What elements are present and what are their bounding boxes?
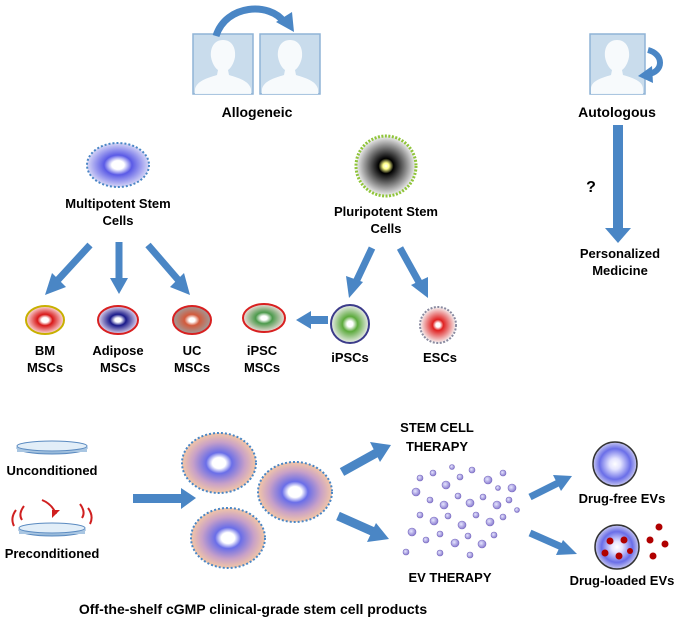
pluripotent-arrows — [346, 246, 428, 298]
bm-msc-label-line1: BM — [35, 343, 55, 358]
allogeneic-label: Allogeneic — [222, 104, 293, 120]
uc-msc-label-line2: MSCs — [174, 360, 210, 375]
stem-cell-therapy-line2: THERAPY — [406, 439, 468, 454]
stem-cell-therapy-line1: STEM CELL — [400, 420, 474, 435]
extracellular-vesicles-cloud — [402, 464, 520, 559]
multipotent-label-line2: Cells — [102, 213, 133, 228]
bm-msc-cell — [25, 305, 65, 335]
cultured-stem-cell-top — [181, 432, 257, 494]
curved-transfer-arrowhead — [276, 12, 294, 32]
adipose-msc-cell — [97, 305, 139, 335]
autologous-figure — [589, 33, 646, 95]
adipose-msc-label-line2: MSCs — [100, 360, 136, 375]
drug-free-evs-label: Drug-free EVs — [579, 491, 666, 506]
allogeneic-donor-figure — [192, 33, 254, 95]
drug-free-ev — [592, 441, 638, 487]
preconditioned-label: Preconditioned — [5, 546, 100, 561]
curved-transfer-arrow — [212, 5, 287, 38]
bm-msc-label-line2: MSCs — [27, 360, 63, 375]
drug-loaded-ev — [594, 524, 640, 570]
autologous-down-arrow-shaft — [613, 125, 623, 230]
to-stem-cell-therapy-arrow — [339, 442, 391, 476]
bottom-caption: Off-the-shelf cGMP clinical-grade stem c… — [79, 601, 427, 617]
unconditioned-label: Unconditioned — [7, 463, 98, 478]
uc-msc-cell — [172, 305, 212, 335]
ipsc-msc-label-line1: iPSC — [247, 343, 278, 358]
pluripotent-stem-cell — [354, 134, 418, 198]
ipsc-to-msc-arrow — [296, 311, 328, 329]
cultured-stem-cell-bottom — [190, 507, 266, 569]
question-mark: ? — [586, 179, 596, 196]
esc-cell — [419, 306, 457, 344]
unconditioned-dish — [16, 440, 88, 455]
preconditioned-dish — [18, 522, 86, 537]
to-drug-free-arrow — [528, 475, 572, 501]
self-return-arrowhead — [638, 66, 653, 83]
autologous-label: Autologous — [578, 104, 656, 120]
adipose-msc-label-line1: Adipose — [92, 343, 143, 358]
cultured-stem-cell-right — [257, 461, 333, 523]
ipsc-msc-label-line2: MSCs — [244, 360, 280, 375]
ipscs-label: iPSCs — [331, 350, 369, 365]
escs-label: ESCs — [423, 350, 457, 365]
multipotent-arrows — [45, 242, 190, 295]
stimulus-arrowhead — [52, 510, 60, 518]
to-drug-loaded-arrow — [528, 529, 577, 555]
ipsc-cell — [330, 304, 370, 344]
drug-molecules — [601, 523, 669, 560]
personalized-medicine-line2: Medicine — [592, 263, 648, 278]
uc-msc-label-line1: UC — [183, 343, 202, 358]
multipotent-stem-cell — [86, 142, 150, 188]
personalized-medicine-line1: Personalized — [580, 246, 660, 261]
pluripotent-label-line1: Pluripotent Stem — [334, 204, 438, 219]
pluripotent-label-line2: Cells — [370, 221, 401, 236]
drug-loaded-evs-label: Drug-loaded EVs — [570, 573, 675, 588]
ipsc-msc-cell — [242, 303, 286, 333]
multipotent-label-line1: Multipotent Stem — [65, 196, 170, 211]
dish-to-cells-arrow — [133, 488, 196, 509]
allogeneic-recipient-figure — [259, 33, 321, 95]
autologous-down-arrowhead — [605, 228, 631, 243]
ev-therapy-label: EV THERAPY — [408, 570, 491, 585]
to-ev-therapy-arrow — [336, 511, 389, 542]
